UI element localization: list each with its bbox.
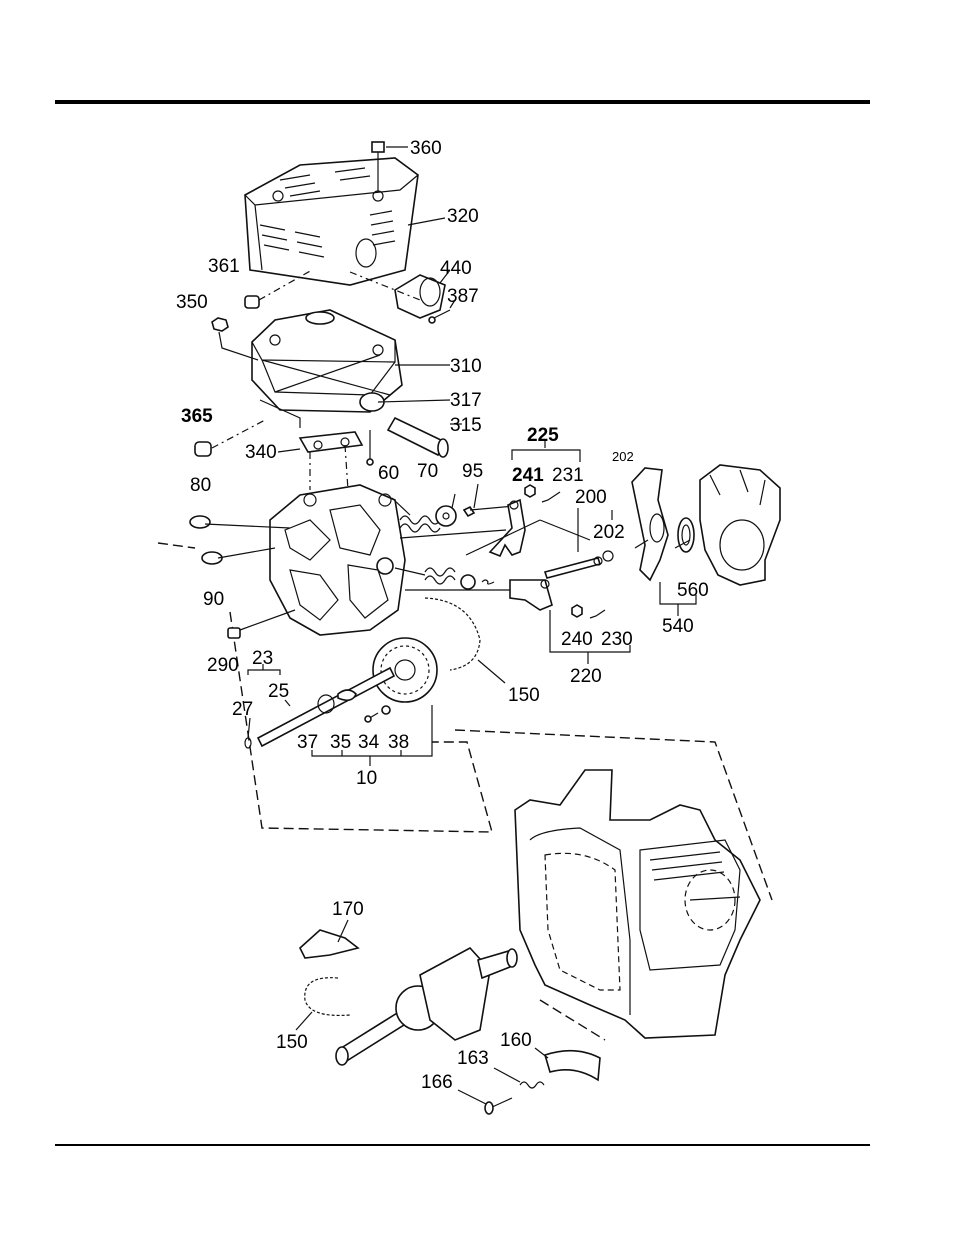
label-317: 317 (450, 390, 482, 411)
label-80: 80 (190, 475, 211, 496)
label-440: 440 (440, 258, 472, 279)
label-230: 230 (601, 629, 633, 650)
nut-241-part (525, 485, 535, 497)
valve-spring-lower-part (425, 568, 455, 584)
spring-retainer-part (436, 506, 456, 526)
label-27: 27 (232, 699, 253, 720)
stud-317-part (367, 430, 373, 465)
label-560: 560 (677, 580, 709, 601)
label-365: 365 (181, 406, 213, 427)
muffler-body-part (252, 310, 402, 428)
pin-34-part (365, 713, 378, 722)
label-310: 310 (450, 356, 482, 377)
label-360: 360 (410, 138, 442, 159)
label-361: 361 (208, 256, 240, 277)
cylinder-head-part (270, 485, 405, 635)
timing-chain-lower-part (305, 978, 350, 1016)
label-60: 60 (378, 463, 399, 484)
exhaust-valve-part (202, 548, 275, 564)
nut-350-part (212, 318, 258, 360)
retainer-lower-part (461, 575, 494, 589)
label-290: 290 (207, 655, 239, 676)
tensioner-slide-part (545, 1051, 600, 1080)
heat-insulator-part (632, 468, 668, 580)
label-95: 95 (462, 461, 483, 482)
pushrod-stud-part (464, 506, 515, 516)
label-241: 241 (512, 465, 544, 486)
nut-38-part (382, 706, 390, 714)
rocker-arm-exhaust-part (405, 580, 552, 610)
nut-240-part (572, 605, 582, 617)
label-35: 35 (330, 732, 351, 753)
bolt-290-part (228, 610, 295, 638)
label-315: 315 (450, 415, 482, 436)
label-163: 163 (457, 1048, 489, 1069)
label-220: 220 (570, 666, 602, 687)
screw-231-part (542, 492, 560, 502)
label-10: 10 (356, 768, 377, 789)
label-387: 387 (447, 286, 479, 307)
label-170: 170 (332, 899, 364, 920)
label-90: 90 (203, 589, 224, 610)
tensioner-spring-part (520, 1082, 544, 1088)
label-240: 240 (561, 629, 593, 650)
valve-spring-upper-part (400, 516, 440, 532)
exhaust-tube-part (388, 418, 448, 457)
muffler-cover-part (245, 158, 418, 285)
spark-arrester-guard-part (395, 275, 445, 318)
pin-166-part (485, 1098, 512, 1114)
crankshaft-part (336, 948, 517, 1065)
label-150-lower: 150 (276, 1032, 308, 1053)
label-166: 166 (421, 1072, 453, 1093)
label-70: 70 (417, 461, 438, 482)
label-34: 34 (358, 732, 380, 753)
clip-202-part (603, 551, 613, 561)
label-25: 25 (268, 681, 289, 702)
carburetor-gasket-part (678, 518, 694, 552)
label-150-upper: 150 (508, 685, 540, 706)
crankcase-part (515, 770, 760, 1038)
label-38: 38 (388, 732, 409, 753)
label-320: 320 (447, 206, 479, 227)
label-540: 540 (662, 616, 694, 637)
rocker-arm-intake-part (400, 500, 525, 556)
label-37: 37 (297, 732, 318, 753)
cam-lobe-part (338, 690, 356, 700)
muffler-gasket-part (300, 432, 362, 452)
cam-sprocket-part (373, 638, 437, 702)
label-202-top: 202 (612, 449, 634, 464)
carburetor-part (700, 465, 780, 585)
label-231: 231 (552, 465, 584, 486)
label-23: 23 (252, 648, 273, 669)
washer-27-part (245, 738, 251, 748)
rocker-shaft-part (545, 557, 602, 578)
chain-guide-part (300, 930, 358, 958)
label-340: 340 (245, 442, 277, 463)
label-202: 202 (593, 522, 625, 543)
label-350: 350 (176, 292, 208, 313)
label-225: 225 (527, 425, 559, 446)
label-200: 200 (575, 487, 607, 508)
label-160: 160 (500, 1030, 532, 1051)
screw-230-part (590, 610, 605, 618)
